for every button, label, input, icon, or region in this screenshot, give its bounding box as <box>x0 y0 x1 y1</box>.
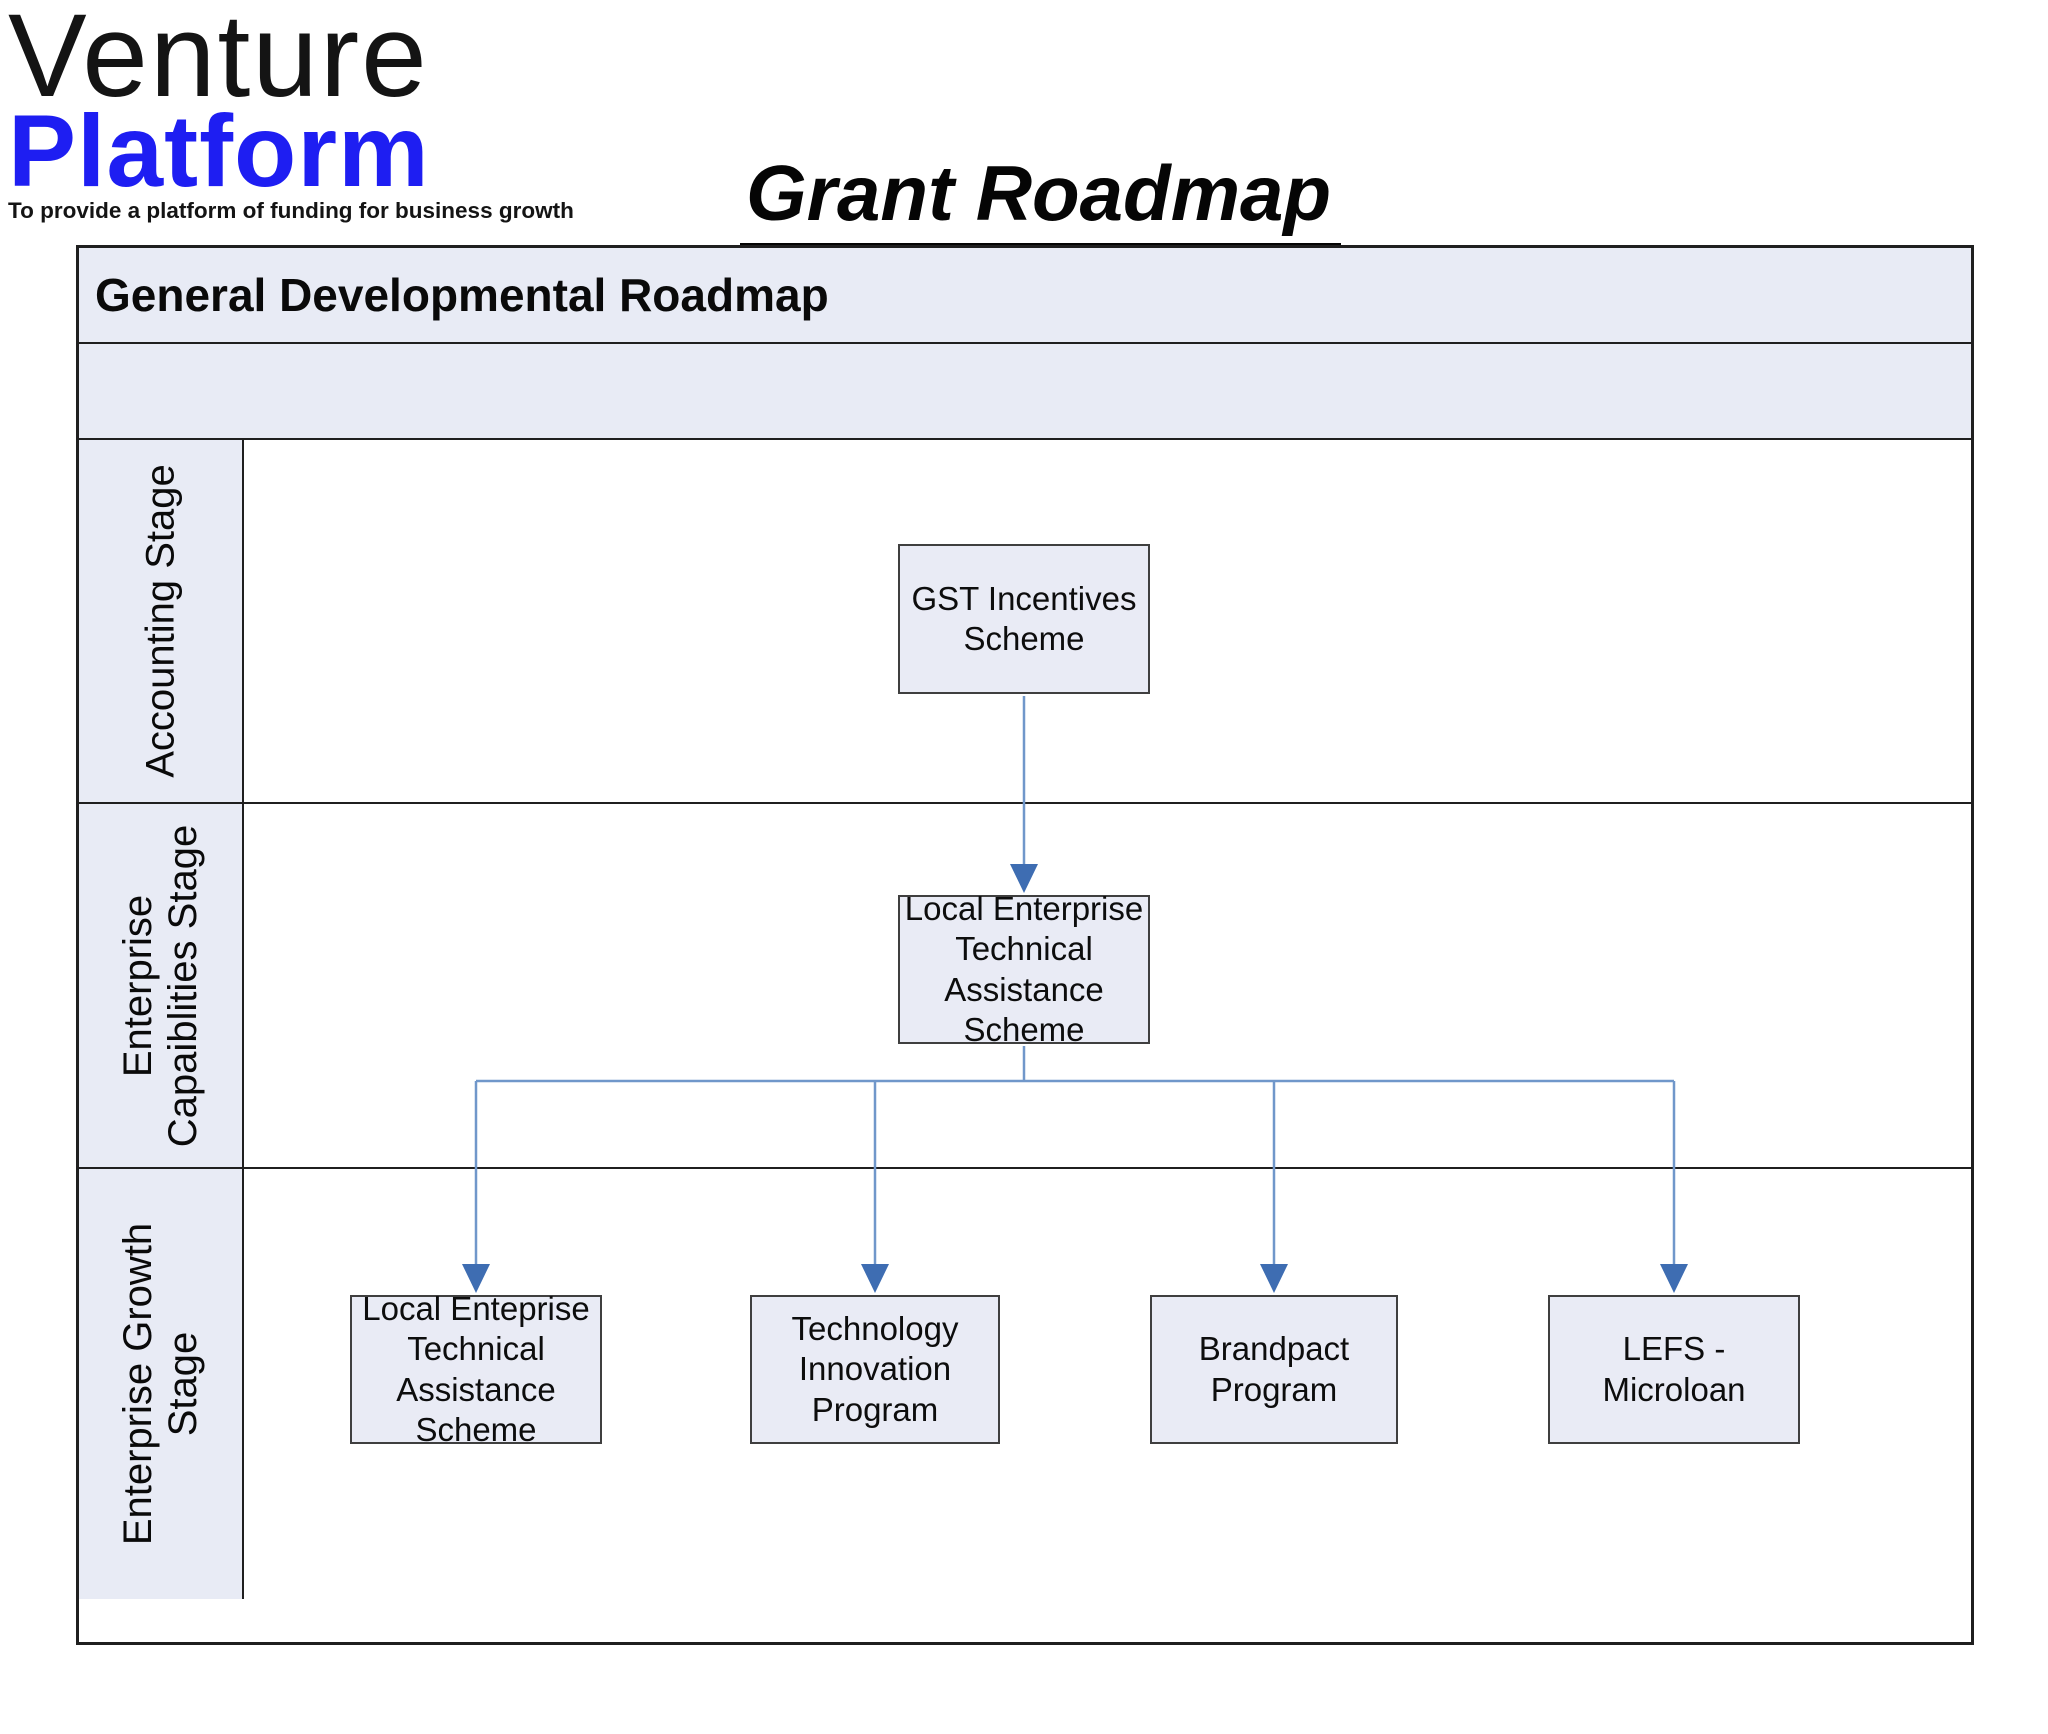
stage-label-cell-capabilities: Enterprise Capaiblities Stage <box>79 804 244 1167</box>
stage-label-cell-growth: Enterprise Growth Stage <box>79 1169 244 1599</box>
node-local-enteprise-technical-assistance-scheme: Local Enteprise Technical Assistance Sch… <box>350 1290 602 1448</box>
logo-word-platform: Platform <box>8 93 430 208</box>
stage-label-growth: Enterprise Growth Stage <box>115 1222 205 1546</box>
node-brandpact-program: Brandpact Program <box>1150 1295 1398 1444</box>
table-header-label: General Developmental Roadmap <box>95 269 829 321</box>
stage-label-cell-accounting: Accounting Stage <box>79 440 244 802</box>
page-title: Grant Roadmap <box>740 148 1342 250</box>
node-gst-incentives-scheme: GST Incentives Scheme <box>898 544 1150 694</box>
node-local-enterprise-technical-assistance-scheme: Local Enterprise Technical Assistance Sc… <box>898 890 1150 1048</box>
node-technology-innovation-program: Technology Innovation Program <box>750 1295 1000 1444</box>
venture-platform-logo: Venture Platform To provide a platform o… <box>8 0 578 224</box>
node-lefs-microloan: LEFS - Microloan <box>1548 1295 1800 1444</box>
logo-word-venture: Venture <box>8 0 429 122</box>
stage-row-accounting: Accounting Stage <box>79 440 1971 804</box>
table-spacer-row <box>79 344 1971 440</box>
logo-tagline: To provide a platform of funding for bus… <box>8 198 574 224</box>
table-header-row: General Developmental Roadmap <box>79 248 1971 344</box>
